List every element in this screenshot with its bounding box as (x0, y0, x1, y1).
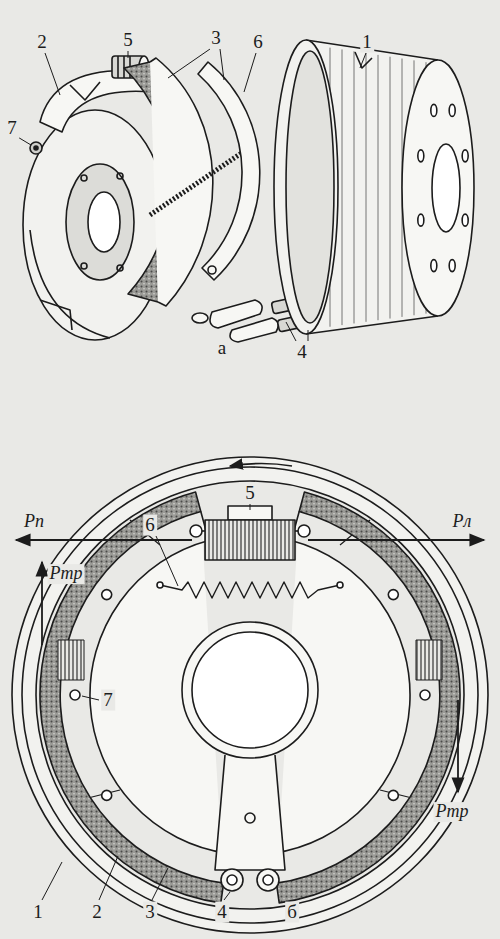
backing-plate (23, 110, 167, 340)
callout-number: 2 (90, 902, 104, 923)
leader-lines (16, 49, 366, 900)
return-spring (150, 150, 246, 215)
callout-number: 1 (360, 32, 374, 53)
callout-number: 3 (143, 902, 157, 923)
callout-number: 4 (295, 342, 309, 363)
force-label: Ртр (48, 564, 85, 584)
callout-number: 6 (251, 32, 265, 53)
anchor-pin (257, 869, 279, 891)
brake-drum (274, 40, 474, 334)
rotation-arrow (230, 464, 292, 467)
callout-number: 4 (215, 902, 229, 923)
force-arrow (457, 700, 459, 792)
callout-number: 5 (121, 30, 135, 51)
force-label: Рл (451, 512, 474, 532)
return-spring (160, 582, 340, 598)
brake-shoe (198, 62, 260, 280)
figure-letter: б (285, 902, 299, 923)
figure-letter: а (216, 338, 228, 359)
callout-number: 2 (35, 32, 49, 53)
adjuster-cam (58, 640, 84, 680)
force-label: Рп (22, 512, 46, 532)
adjuster-cam (30, 142, 42, 154)
force-label: Ртр (434, 802, 471, 822)
callout-number: 7 (101, 690, 115, 711)
force-arrow (308, 539, 484, 541)
force-arrow (16, 539, 192, 541)
callout-number: 7 (5, 118, 19, 139)
callout-number: 6 (143, 515, 157, 536)
callout-number: 5 (243, 483, 257, 504)
force-arrow (41, 562, 43, 645)
axle-hub (182, 622, 318, 758)
brake-drum (12, 457, 488, 933)
anchor-pin (221, 869, 243, 891)
callout-number: 1 (31, 902, 45, 923)
callout-number: 3 (209, 28, 223, 49)
wheel-cylinder (190, 506, 310, 560)
